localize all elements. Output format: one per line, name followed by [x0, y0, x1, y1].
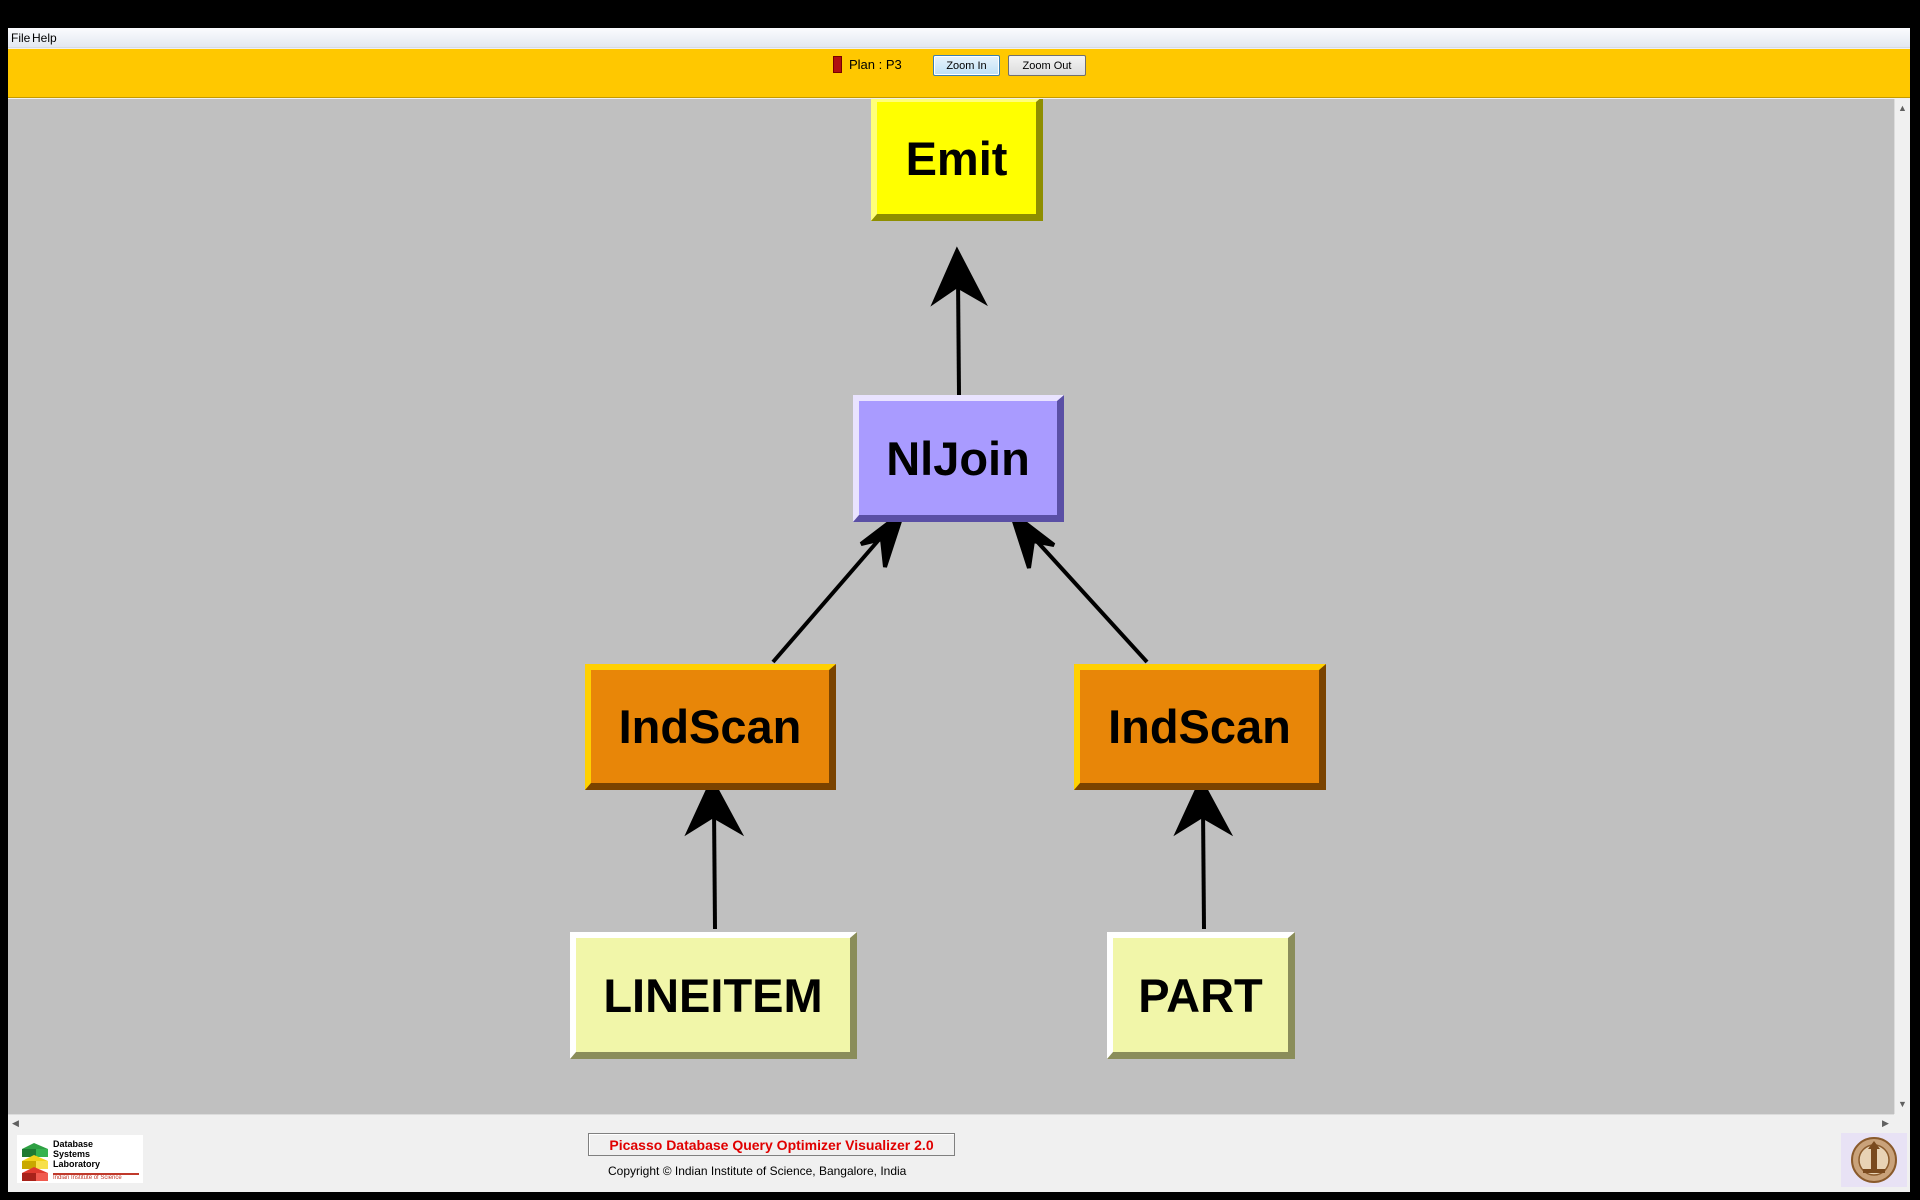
node-indscan-left[interactable]: IndScan [585, 664, 836, 790]
menu-bar: File Help [8, 28, 1910, 48]
plan-tree-edges [684, 246, 1234, 930]
vertical-scrollbar[interactable]: ▲ ▼ [1894, 99, 1910, 1114]
scroll-left-icon[interactable]: ◀ [12, 1118, 19, 1128]
arrowhead-indscan-left [684, 776, 745, 837]
edge-indscan-right-nljoin [1031, 535, 1149, 664]
edge-indscan-left-nljoin [771, 533, 885, 664]
scroll-right-icon[interactable]: ▶ [1882, 1118, 1889, 1128]
arrowhead-emit [930, 246, 988, 307]
node-nljoin[interactable]: NlJoin [853, 395, 1064, 522]
horizontal-scrollbar[interactable]: ◀ ▶ [8, 1114, 1894, 1130]
dsl-logo-subtitle: Indian Institute of Science [53, 1175, 122, 1181]
edge-part-indscan-right [1201, 806, 1206, 930]
dsl-logo: Database Systems Laboratory Indian Insti… [17, 1135, 143, 1183]
app-title-banner[interactable]: Picasso Database Query Optimizer Visuali… [588, 1133, 955, 1156]
iisc-emblem-icon [1841, 1133, 1907, 1187]
scroll-down-icon[interactable]: ▼ [1898, 1099, 1907, 1109]
arrowhead-nljoin-right [1007, 506, 1056, 569]
arrowhead-indscan-right [1173, 776, 1234, 837]
arrowhead-nljoin-left [859, 506, 907, 568]
copyright-text: Copyright © Indian Institute of Science,… [608, 1164, 907, 1178]
zoom-out-button[interactable]: Zoom Out [1008, 55, 1086, 76]
plan-toolbar: Plan : P3 Zoom In Zoom Out [8, 49, 1910, 98]
plan-tree-canvas: Emit NlJoin IndScan IndScan LINEITEM PAR… [8, 99, 1894, 1114]
node-table-part[interactable]: PART [1107, 932, 1295, 1059]
dsl-blocks-icon [22, 1143, 48, 1181]
node-indscan-right[interactable]: IndScan [1074, 664, 1326, 790]
node-emit[interactable]: Emit [871, 99, 1043, 221]
zoom-in-button[interactable]: Zoom In [933, 55, 1000, 76]
scroll-up-icon[interactable]: ▲ [1898, 103, 1907, 113]
edge-lineitem-indscan-left [712, 806, 717, 930]
app-window: File Help Plan : P3 Zoom In Zoom Out Emi… [8, 28, 1910, 1192]
plan-label: Plan : P3 [849, 57, 902, 72]
edge-nljoin-emit [956, 276, 961, 396]
dsl-logo-text: Database Systems Laboratory [53, 1139, 101, 1169]
footer: Database Systems Laboratory Indian Insti… [8, 1130, 1910, 1192]
plan-color-swatch [833, 56, 842, 73]
menu-file[interactable]: File [11, 31, 31, 45]
menu-help[interactable]: Help [32, 31, 57, 45]
node-table-lineitem[interactable]: LINEITEM [570, 932, 857, 1059]
dsl-logo-rule [53, 1173, 139, 1175]
